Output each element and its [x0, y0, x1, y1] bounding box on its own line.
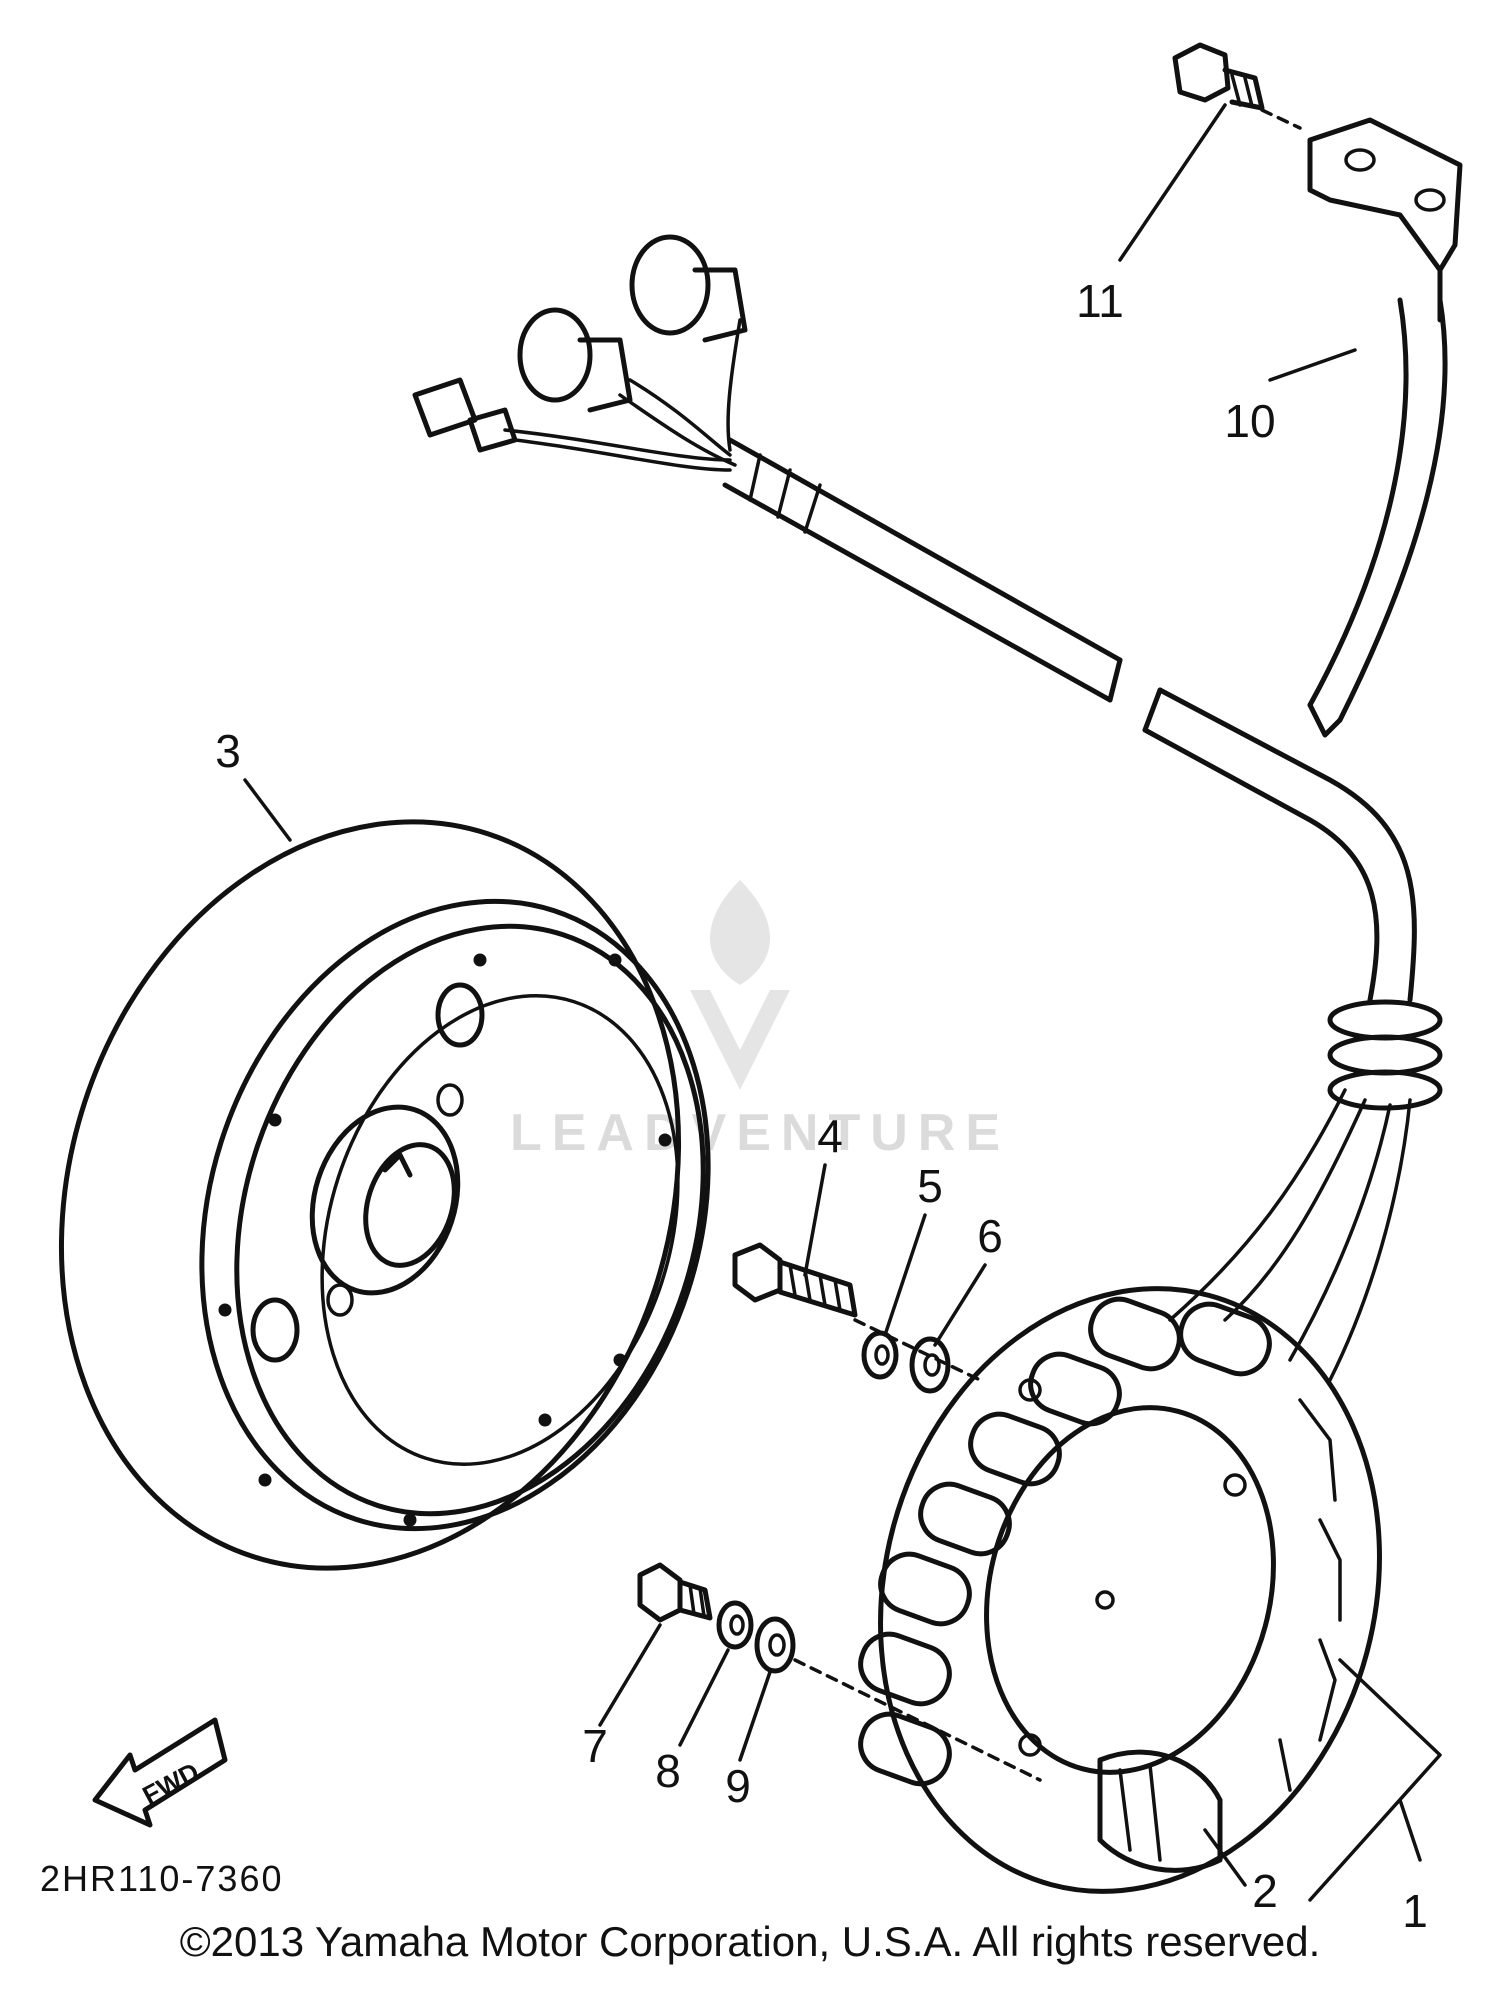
- leader-8: [678, 1648, 730, 1747]
- callout-7: 7: [582, 1720, 608, 1772]
- bolt-part-4: [732, 1242, 858, 1318]
- lock-washer-part-8: [716, 1600, 754, 1650]
- bolt-part-11: [1172, 42, 1302, 130]
- callout-11: 11: [1076, 275, 1124, 327]
- bracket-1: [1308, 1658, 1442, 1902]
- drawing-code: 2HR110-7360: [40, 1858, 284, 1899]
- flywheel-part-3: [58, 819, 711, 1571]
- washer-part-9: [754, 1616, 796, 1674]
- callout-6: 6: [977, 1210, 1003, 1262]
- leader-6: [933, 1263, 987, 1347]
- callout-3: 3: [215, 725, 241, 777]
- leader-11: [1118, 103, 1227, 262]
- bolt-part-7: [637, 1562, 713, 1623]
- washer-part-6: [909, 1336, 951, 1394]
- watermark: LEADVENTURE: [510, 880, 1010, 1162]
- copyright-notice: ©2013 Yamaha Motor Corporation, U.S.A. A…: [179, 1918, 1321, 1965]
- leader-7: [598, 1623, 662, 1727]
- callout-5: 5: [917, 1160, 943, 1212]
- callout-2: 2: [1252, 1865, 1278, 1917]
- bolt-axis-7: [793, 1658, 1042, 1782]
- callout-8: 8: [655, 1745, 681, 1797]
- bolt-axis-4: [853, 1318, 982, 1382]
- bracket-part-10: [1307, 117, 1463, 738]
- lock-washer-part-5: [861, 1330, 899, 1380]
- leader-9: [738, 1670, 772, 1762]
- callout-1: 1: [1402, 1885, 1428, 1937]
- leader-3: [243, 778, 292, 842]
- leader-2: [1203, 1828, 1247, 1887]
- callout-4: 4: [817, 1110, 843, 1162]
- fwd-arrow: FWD: [92, 1717, 228, 1828]
- watermark-text: LEADVENTURE: [510, 1104, 1010, 1162]
- leader-5: [883, 1213, 927, 1337]
- stator-part-1: [858, 1286, 1382, 1894]
- wire-harness: [412, 234, 1443, 1382]
- leader-10: [1268, 348, 1357, 382]
- callout-9: 9: [725, 1760, 751, 1812]
- leader-4: [803, 1163, 827, 1277]
- callout-10: 10: [1224, 395, 1275, 447]
